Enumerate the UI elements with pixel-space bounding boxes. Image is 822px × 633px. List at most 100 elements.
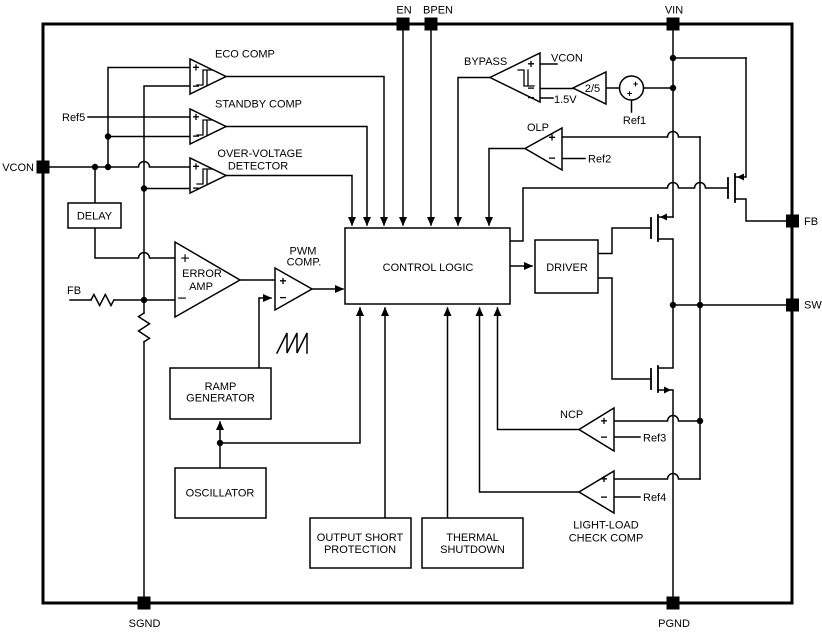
- junction-dot: [140, 185, 148, 192]
- standby-plus-sign: +: [192, 110, 199, 124]
- ref1-plus-sign-bottom: +: [627, 89, 633, 100]
- pin-en-label: EN: [396, 5, 411, 17]
- pin-vin-label: VIN: [665, 5, 683, 17]
- eco-hysteresis-icon: [196, 69, 213, 86]
- osp-label-line1: OUTPUT SHORT: [317, 532, 404, 544]
- wire-vcon-net: [48, 160, 191, 168]
- pin-bpen: [424, 17, 438, 31]
- wire-clock-to-logic: [219, 307, 364, 444]
- hsfet-arrow-icon: [660, 213, 667, 221]
- bypass-plus-sign: +: [527, 57, 534, 71]
- ramp-generator-label-line2: GENERATOR: [186, 393, 255, 405]
- ramp-generator-block: [169, 367, 272, 420]
- bypass-minus-sign1: −: [527, 81, 534, 95]
- ref4-label: Ref4: [643, 492, 666, 504]
- error-amp-label-line1: ERROR: [182, 268, 222, 280]
- pins: [36, 17, 799, 610]
- wire-ramp-to-pwm-minus: [258, 294, 272, 369]
- ref1-plus-sign-top: +: [633, 79, 639, 90]
- ref2-label: Ref2: [588, 154, 611, 166]
- bypass-hysteresis-icon: [517, 69, 535, 87]
- wire-driver-bottom-out: [597, 277, 652, 380]
- control-logic-label: CONTROL LOGIC: [383, 262, 474, 274]
- wire-ncp-out: [493, 307, 580, 431]
- wire-olp-out: [485, 147, 526, 226]
- pin-sgnd-label: SGND: [129, 618, 161, 630]
- osp-label-line2: PROTECTION: [324, 544, 396, 556]
- wire-olp-plus: [561, 130, 701, 138]
- junction-dot: [104, 163, 112, 171]
- olp-minus-sign: −: [548, 151, 555, 165]
- llcc-minus-sign: −: [600, 490, 607, 504]
- pin-bpen-label: BPEN: [423, 5, 453, 17]
- bypass-minus-sign2: −: [527, 91, 534, 105]
- wire-standby-out: [225, 125, 371, 226]
- vcon-sense-label: VCON: [551, 53, 583, 65]
- ncp-minus-sign: −: [600, 430, 607, 444]
- error-amp-label-line2: AMP: [189, 281, 213, 293]
- ovd-minus-sign: −: [192, 181, 199, 195]
- wire-ovd-out: [225, 174, 356, 226]
- thermal-label-line2: SHUTDOWN: [440, 544, 505, 556]
- lsfet-drain-lead: [657, 304, 674, 369]
- pin-fb: [786, 214, 799, 228]
- standby-hysteresis-icon: [196, 119, 213, 136]
- pin-sw: [786, 298, 799, 312]
- hysteresis-glyphs: [196, 69, 535, 185]
- delay-label: DELAY: [77, 211, 113, 223]
- junction-dot: [104, 133, 112, 140]
- ncp-comp-label: NCP: [560, 409, 583, 421]
- eco-comp-label: ECO COMP: [215, 49, 275, 61]
- gain-2of5-block: [571, 70, 607, 106]
- pin-vcon: [36, 160, 50, 174]
- lightload-comparator: [577, 469, 615, 515]
- fbfet-arrow-icon: [737, 173, 744, 181]
- resistor-fb-icon: [89, 292, 115, 308]
- pwm-plus-sign: +: [279, 274, 286, 288]
- ovd-hysteresis-icon: [196, 168, 213, 185]
- junction-dots: [91, 54, 704, 447]
- ovd-label-line1: OVER-VOLTAGE: [217, 148, 302, 160]
- pwm-comparator: [274, 266, 314, 312]
- pin-pgnd: [666, 596, 680, 610]
- llcc-plus-sign: +: [600, 472, 607, 486]
- junction-dot: [669, 84, 677, 92]
- pwm-comp-label-line1: PWM: [290, 246, 317, 258]
- thermal-label-line1: THERMAL: [446, 532, 499, 544]
- hsfet-source-lead: [657, 238, 674, 306]
- control-logic-block: [344, 227, 511, 305]
- delay-block: [67, 202, 122, 229]
- olp-comparator: [523, 126, 563, 172]
- gain-2of5-label: 2/5: [585, 83, 600, 95]
- resistor-divider-icon: [137, 311, 151, 343]
- highside-fet: [650, 213, 674, 306]
- wires: [48, 29, 787, 598]
- lowside-fet: [650, 304, 674, 598]
- fbfet: [727, 57, 787, 222]
- pwm-comp-label-line2: COMP.: [287, 257, 322, 269]
- junction-dot: [696, 301, 704, 309]
- wire-bypass-out: [454, 76, 491, 226]
- junction-dot: [669, 301, 677, 309]
- junction-dot: [140, 296, 148, 304]
- junction-dot: [669, 54, 677, 62]
- wire-driver-top-out: [597, 227, 652, 255]
- driver-label: DRIVER: [546, 262, 588, 274]
- pwm-minus-sign: −: [279, 291, 286, 305]
- eco-plus-sign: +: [192, 61, 199, 75]
- erroramp-minus-sign: −: [177, 291, 186, 308]
- standby-minus-sign: −: [192, 129, 199, 143]
- labels: EN BPEN VIN VCON FB SW SGND PGND ECO COM…: [2, 5, 822, 631]
- ic-boundary: [41, 22, 794, 605]
- olp-plus-sign: +: [548, 131, 555, 145]
- standby-comp-label: STANDBY COMP: [215, 99, 302, 111]
- wire-gate-feed-fbfet: [509, 181, 729, 242]
- v1p5-label: 1.5V: [554, 94, 577, 106]
- sawtooth-icon: [275, 332, 308, 355]
- wire-delay-to-erroramp-plus: [94, 227, 176, 259]
- error-amp: [174, 240, 242, 319]
- driver-block: [534, 239, 599, 294]
- ncp-comparator: [577, 406, 615, 453]
- pin-sgnd: [137, 596, 151, 610]
